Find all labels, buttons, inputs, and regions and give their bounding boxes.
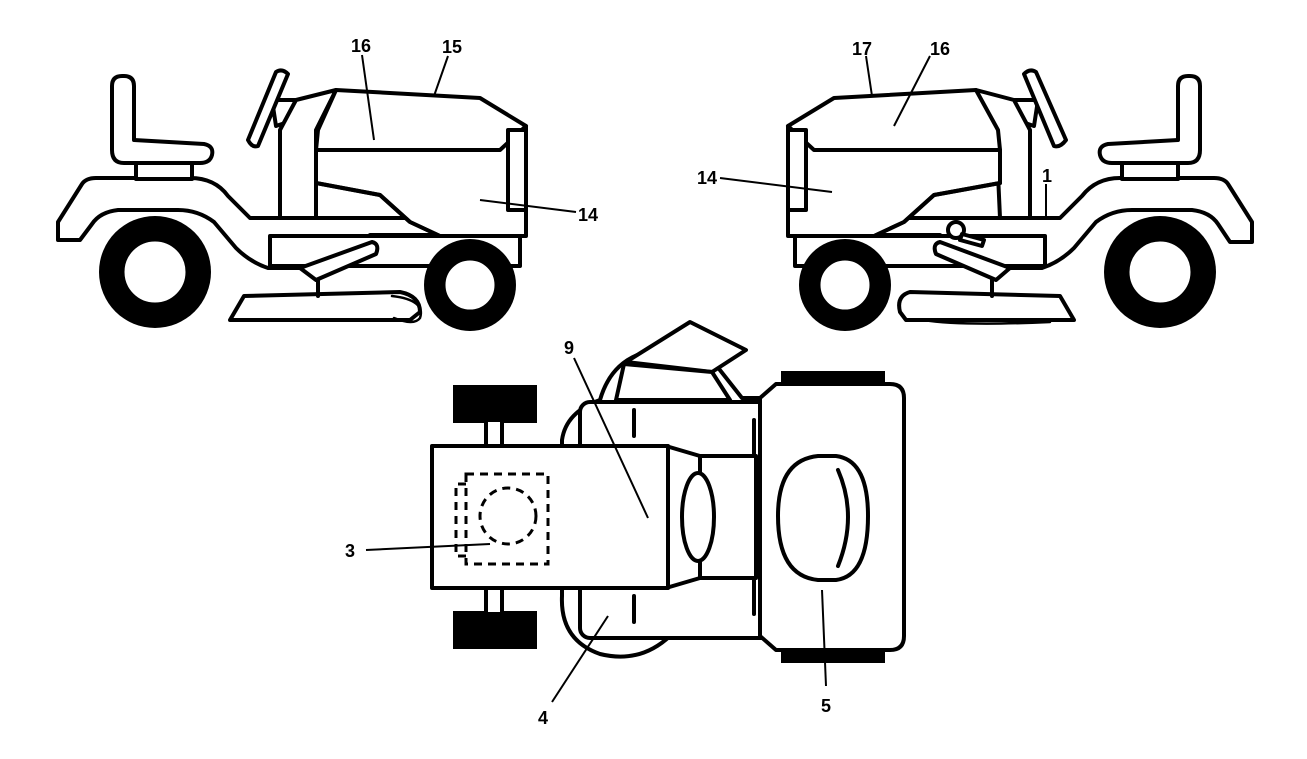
callout-top-9: 9 xyxy=(564,338,574,358)
left-steering-wheel xyxy=(246,68,290,149)
left-rear-fender xyxy=(56,176,522,270)
right-foot-pedal xyxy=(932,240,1012,282)
callout-top-3: 3 xyxy=(345,541,355,561)
top-front-axle-upper xyxy=(484,418,504,448)
callout-right-14: 14 xyxy=(697,168,717,188)
leader-right-17 xyxy=(865,55,873,97)
callout-top-5: 5 xyxy=(821,696,831,716)
left-foot-pedal xyxy=(298,240,380,282)
top-front-left-wheel xyxy=(453,385,537,423)
right-steering-wheel xyxy=(1022,68,1068,149)
leader-top-3 xyxy=(365,543,491,551)
callout-top-4: 4 xyxy=(538,708,548,728)
right-hood-side xyxy=(872,181,1002,238)
left-hood-side xyxy=(314,181,442,238)
callout-right-17: 17 xyxy=(852,39,872,59)
leader-left-16 xyxy=(361,54,375,141)
callout-left-14: 14 xyxy=(578,205,598,225)
top-hood xyxy=(430,444,670,590)
tractor-right-side-view xyxy=(719,55,1254,331)
right-deck-skirt xyxy=(922,318,1052,325)
right-seat xyxy=(1097,74,1202,165)
leader-top-9 xyxy=(573,357,649,519)
leader-left-14 xyxy=(479,199,577,213)
right-front-wheel-hub xyxy=(817,257,873,313)
left-deck-chute xyxy=(390,294,423,324)
left-grille xyxy=(506,128,528,212)
right-hood xyxy=(786,88,1002,238)
callout-right-16: 16 xyxy=(930,39,950,59)
leader-top-4 xyxy=(551,615,609,703)
callout-left-16: 16 xyxy=(351,36,371,56)
top-front-right-wheel xyxy=(453,611,537,649)
top-engine-side xyxy=(454,482,466,558)
left-rear-wheel-hub xyxy=(121,238,189,306)
callout-left-15: 15 xyxy=(442,37,462,57)
tractor-top-view xyxy=(365,320,906,703)
right-seat-post xyxy=(1120,161,1180,181)
top-seat-back xyxy=(836,468,850,568)
top-engine-outline xyxy=(464,472,550,566)
right-lever xyxy=(958,232,986,248)
right-mower-deck xyxy=(897,290,1076,322)
leader-right-14 xyxy=(719,177,833,193)
leader-left-15 xyxy=(433,55,449,97)
left-seat xyxy=(110,74,215,165)
top-front-axle-lower xyxy=(484,586,504,616)
right-rear-wheel-hub xyxy=(1126,238,1194,306)
left-front-wheel-hub xyxy=(442,257,498,313)
top-engine-flywheel xyxy=(478,486,538,546)
left-seat-post xyxy=(134,161,194,181)
left-hood xyxy=(314,88,528,238)
tractor-left-side-view xyxy=(56,54,577,331)
top-steering-wheel xyxy=(680,471,716,563)
top-seat xyxy=(776,454,870,582)
leader-right-16 xyxy=(893,55,931,127)
leader-top-5 xyxy=(821,589,827,687)
right-grille xyxy=(786,128,808,212)
callout-right-1: 1 xyxy=(1042,166,1052,186)
